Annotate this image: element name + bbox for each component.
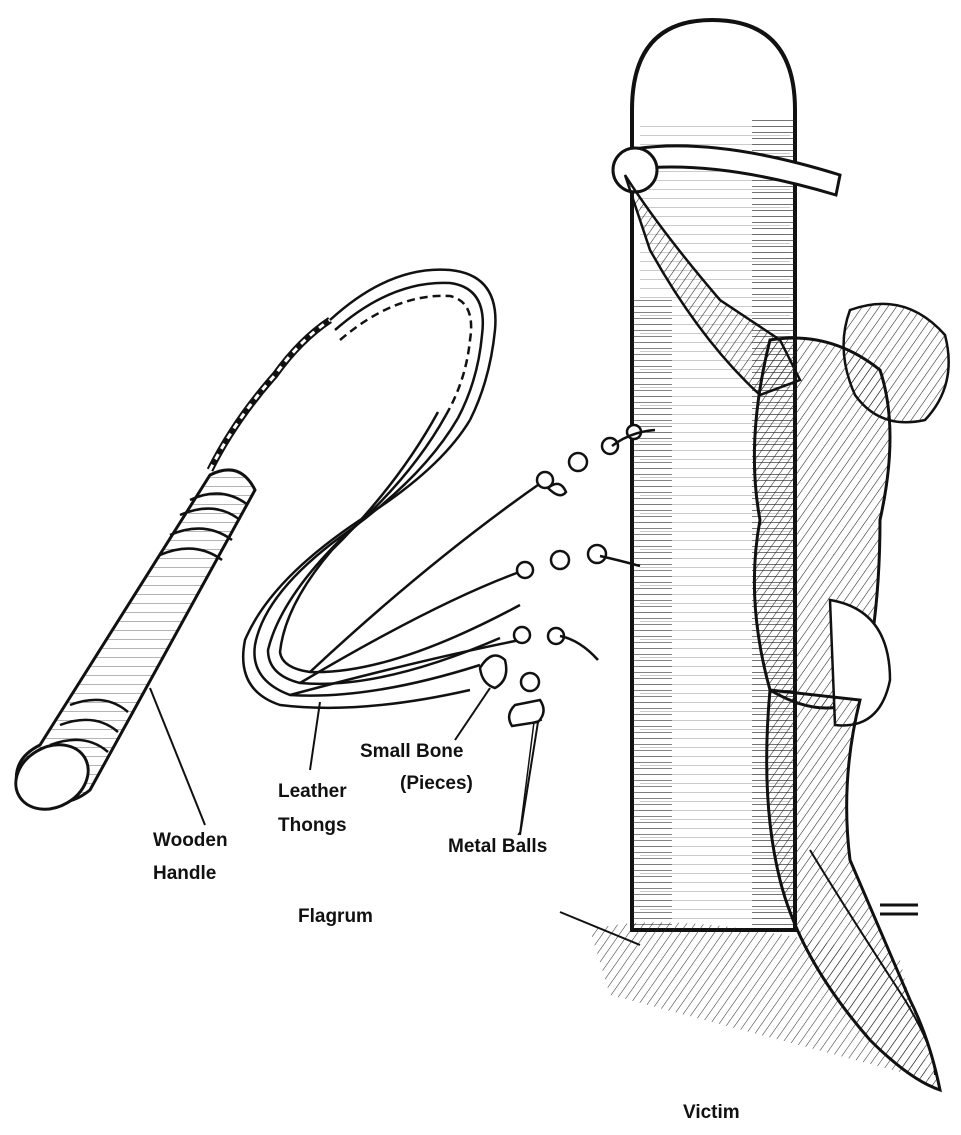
label-leather-thongs-2: Thongs [278, 815, 347, 836]
label-small-bone-2: (Pieces) [400, 773, 473, 794]
leather-thongs [243, 270, 545, 708]
label-leather-thongs-1: Leather [278, 781, 347, 802]
label-victim: Victim [683, 1102, 740, 1123]
leader-small-bone [455, 688, 490, 740]
label-wooden-handle-2: Handle [153, 863, 216, 884]
label-flagrum: Flagrum [298, 906, 373, 927]
leader-metal-balls [520, 722, 538, 835]
wooden-handle [4, 320, 330, 822]
label-small-bone-1: Small Bone [360, 741, 463, 762]
leader-wooden-handle [150, 688, 205, 825]
label-metal-balls: Metal Balls [448, 836, 547, 857]
leader-leather-thongs [310, 702, 320, 770]
bone-pieces [480, 484, 566, 726]
leader-lines [150, 688, 542, 835]
label-wooden-handle-1: Wooden [153, 830, 228, 851]
